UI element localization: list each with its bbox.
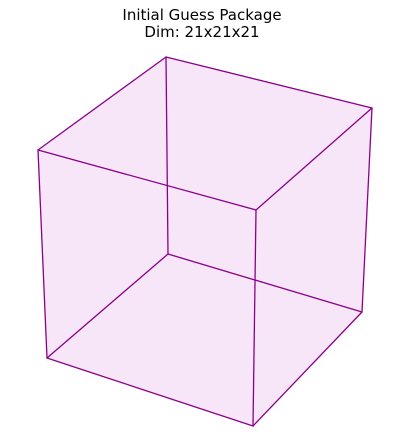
cube-edge-ef [167,253,363,313]
face-front-left [38,150,256,426]
face-back-left [38,57,168,358]
face-back-right [166,57,372,312]
cube-faces [38,57,372,426]
cube-edge-dh [37,149,48,359]
face-top [38,57,372,210]
cube-edge-cd [37,149,257,211]
cube-edge-da [37,56,167,151]
cube-edge-he [46,253,169,359]
figure-title: Initial Guess Package Dim: 21x21x21 [0,7,404,41]
cube-edge-fg [252,311,363,427]
cube-edges [37,56,373,427]
cube-edge-cg [252,209,257,427]
cube-edge-bf [361,107,373,313]
title-line-package: Initial Guess Package [122,6,282,24]
cube-edge-ab [165,56,373,109]
cube-edge-gh [46,357,254,427]
cube-edge-bc [255,107,373,211]
face-front-right [253,108,372,426]
cube-edge-ae [165,56,169,255]
title-line-dimensions: Dim: 21x21x21 [144,23,260,41]
face-bottom [47,254,362,426]
